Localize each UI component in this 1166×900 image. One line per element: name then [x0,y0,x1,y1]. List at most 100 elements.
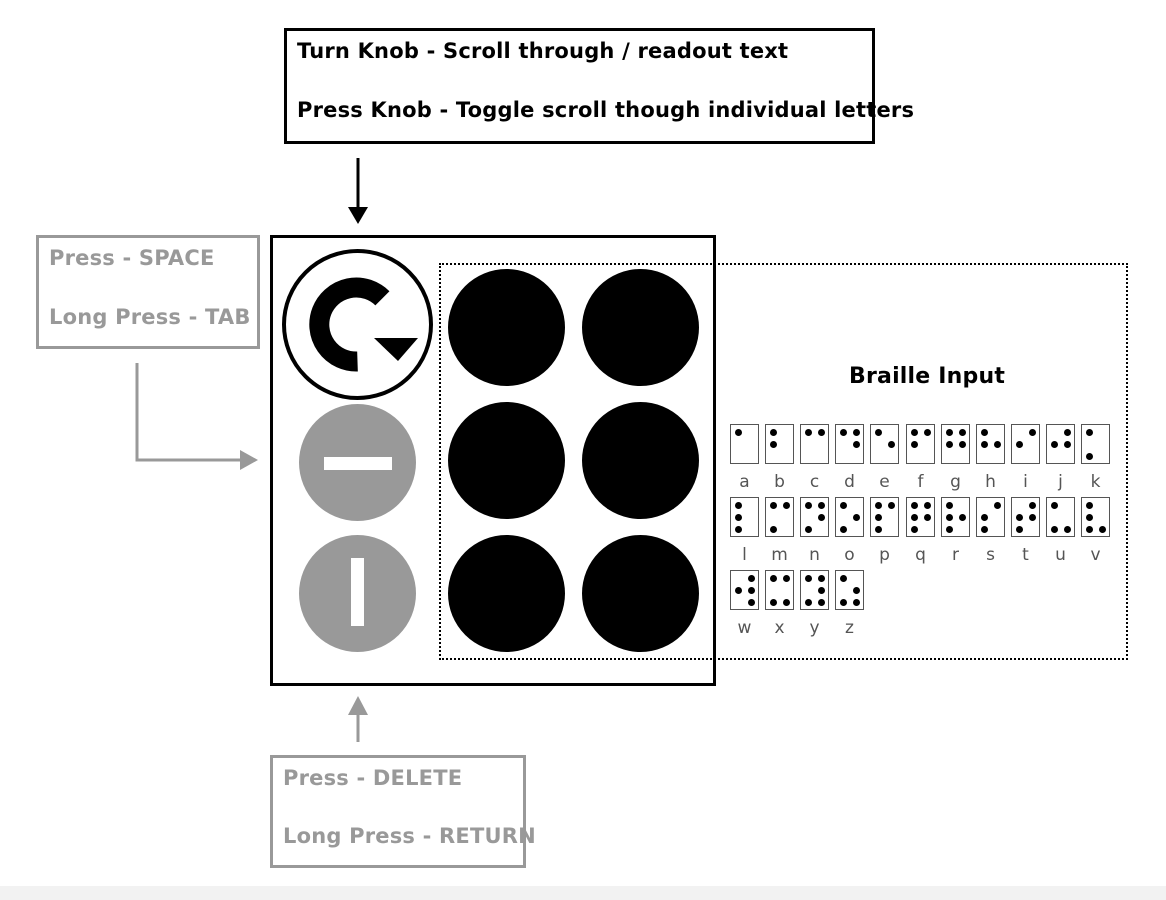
delete-help-box: Press - DELETE Long Press - RETURN [270,755,536,868]
braille-cell-p [870,497,899,537]
braille-cell-g [941,424,970,464]
knob-help-box: Turn Knob - Scroll through / readout tex… [284,28,914,144]
braille-dot-3 [1016,526,1023,533]
braille-letter-n: n [809,545,820,565]
braille-dot-5 [853,441,860,448]
braille-dot-1 [840,429,847,436]
braille-dot-3 [911,526,918,533]
braille-cell-i [1011,424,1040,464]
braille-dot-3 [735,526,742,533]
braille-button-5[interactable] [582,402,699,519]
braille-dot-3 [981,526,988,533]
device-outline [270,235,716,686]
braille-dot-4 [818,502,825,509]
braille-dot-2 [875,514,882,521]
braille-cell-u [1046,497,1075,537]
braille-input-title: Braille Input [849,364,1006,389]
braille-letter-x: x [774,618,785,638]
braille-dot-3 [805,526,812,533]
braille-dot-1 [911,429,918,436]
braille-dot-4 [818,575,825,582]
braille-button-3[interactable] [448,535,565,652]
knob-arrow [348,158,368,224]
braille-cell-r [941,497,970,537]
braille-dot-6 [783,599,790,606]
braille-letter-h: h [985,472,996,492]
braille-letter-z: z [845,618,854,638]
braille-letter-m: m [771,545,788,565]
braille-dot-1 [735,502,742,509]
braille-letter-g: g [950,472,961,492]
return-long-press-label: Long Press - RETURN [283,824,536,848]
braille-dot-4 [783,575,790,582]
braille-dot-4 [853,429,860,436]
braille-dot-5 [1029,514,1036,521]
space-tab-button[interactable] [299,404,416,521]
braille-dot-5 [818,514,825,521]
braille-dot-1 [840,575,847,582]
braille-dot-5 [994,441,1001,448]
braille-cell-o [835,497,864,537]
braille-button-6[interactable] [582,535,699,652]
rotate-clockwise-icon [309,277,418,372]
vertical-bar-icon [351,558,364,626]
tab-long-press-label: Long Press - TAB [49,305,251,329]
braille-dot-4 [818,429,825,436]
braille-letter-s: s [986,545,995,565]
braille-cell-h [976,424,1005,464]
braille-dot-4 [994,502,1001,509]
braille-cell-c [800,424,829,464]
braille-cell-z [835,570,864,610]
knob-press-label: Press Knob - Toggle scroll though indivi… [297,98,915,122]
braille-dot-4 [1029,502,1036,509]
delete-press-label: Press - DELETE [283,766,463,790]
braille-dot-1 [875,429,882,436]
braille-dot-2 [1051,441,1058,448]
braille-dot-3 [770,599,777,606]
braille-dot-5 [924,514,931,521]
braille-dot-6 [748,599,755,606]
braille-cell-j [1046,424,1075,464]
braille-dot-2 [911,514,918,521]
braille-dot-2 [735,514,742,521]
braille-letter-u: u [1055,545,1066,565]
braille-dot-4 [959,429,966,436]
braille-dot-2 [946,441,953,448]
braille-cell-w [730,570,759,610]
braille-dot-2 [1016,441,1023,448]
braille-dot-2 [1086,514,1093,521]
braille-dot-1 [805,502,812,509]
braille-letter-a: a [739,472,750,492]
braille-cell-b [765,424,794,464]
braille-dot-3 [840,599,847,606]
braille-cell-e [870,424,899,464]
braille-button-2[interactable] [448,402,565,519]
braille-button-1[interactable] [448,269,565,386]
braille-cell-d [835,424,864,464]
braille-cell-l [730,497,759,537]
braille-dot-6 [853,599,860,606]
braille-letter-y: y [809,618,820,638]
braille-letter-e: e [879,472,890,492]
braille-dot-3 [946,526,953,533]
braille-input-region [439,263,1128,660]
braille-dot-2 [770,441,777,448]
braille-dot-6 [818,599,825,606]
braille-dot-1 [1051,502,1058,509]
knob[interactable] [282,249,433,400]
braille-dot-5 [853,514,860,521]
braille-cell-y [800,570,829,610]
braille-dot-1 [1086,429,1093,436]
braille-dot-5 [818,587,825,594]
braille-button-4[interactable] [582,269,699,386]
braille-dot-3 [840,526,847,533]
delete-return-button[interactable] [299,535,416,652]
braille-letter-i: i [1023,472,1028,492]
braille-dot-5 [959,514,966,521]
braille-dot-3 [1051,526,1058,533]
braille-dot-4 [888,502,895,509]
braille-dot-2 [735,587,742,594]
space-help-box: Press - SPACE Long Press - TAB [36,235,260,349]
braille-dot-1 [875,502,882,509]
